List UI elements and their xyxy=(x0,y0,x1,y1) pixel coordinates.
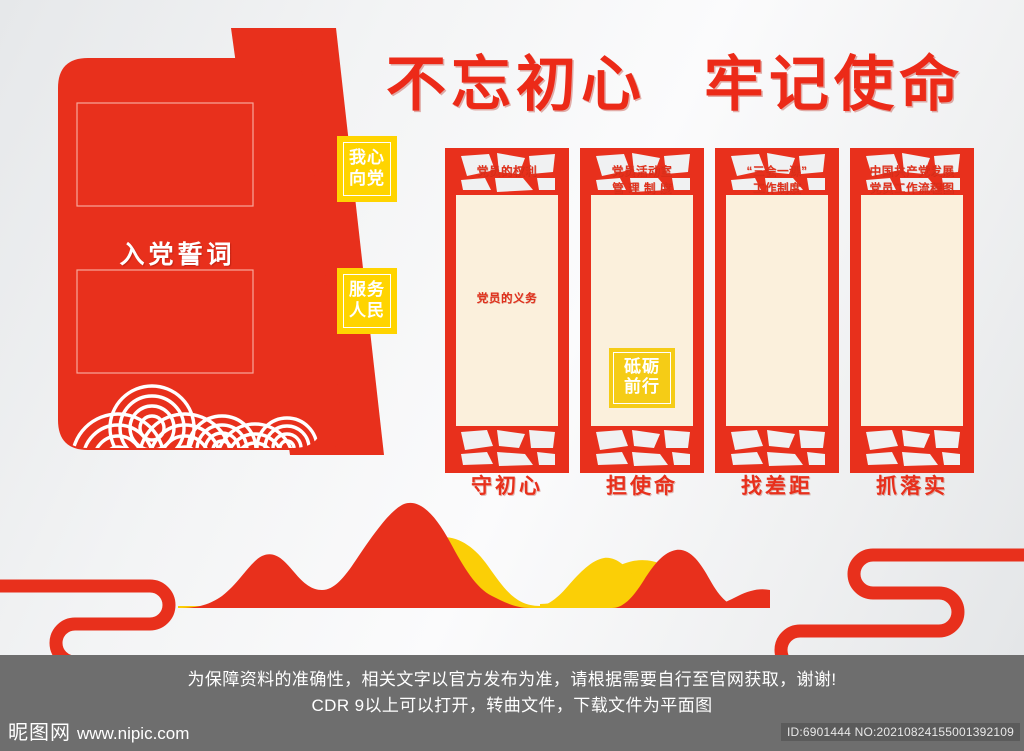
panel-1-subtitle: 党员的义务 xyxy=(476,293,538,305)
footer-note: 为保障资料的准确性，相关文字以官方发布为准，请根据需要自行至官网获取，谢谢! C… xyxy=(0,655,1024,719)
poster-canvas: 不忘初心 牢记使命 入党誓词 我心 向党 服务 人民 党员的权利 党员的义务 党… xyxy=(0,0,1024,655)
page-title: 不忘初心 牢记使命 xyxy=(375,52,975,118)
wave-ornament xyxy=(70,384,319,448)
slogan-badge-my-heart-to-party[interactable]: 我心 向党 xyxy=(337,136,397,203)
footer-bar: 为保障资料的准确性，相关文字以官方发布为准，请根据需要自行至官网获取，谢谢! C… xyxy=(0,655,1024,751)
mountain-range xyxy=(178,502,770,608)
site-brand[interactable]: 昵图网 www.nipic.com xyxy=(8,716,189,745)
footer-note-line-2: CDR 9以上可以打开，转曲文件，下载文件为平面图 xyxy=(311,695,713,715)
slogan-badge-2-inner: 服务 人民 xyxy=(343,274,391,329)
asset-id-tag: ID:6901444 NO:20210824155001392109 xyxy=(781,723,1020,741)
panel-2[interactable]: 党员活动室管 理 制 度 砥砺 前行 xyxy=(580,148,704,473)
slogan-badge-1-inner: 我心 向党 xyxy=(343,142,391,197)
panel-2-badge-forge-ahead[interactable]: 砥砺 前行 xyxy=(609,348,675,408)
poster-artwork xyxy=(0,28,1024,655)
panel-3-title: “三会一课”工作制度 xyxy=(746,166,808,195)
panel-3-caption: 找差距 xyxy=(741,475,813,498)
panel-4-title: 中国共产党发展党员工作流程图 xyxy=(869,166,955,195)
slogan-badge-2-line-1: 服务 xyxy=(349,280,385,299)
board-text-frames xyxy=(76,102,254,374)
panel-frames xyxy=(445,148,974,473)
panel-1-title: 党员的权利 xyxy=(476,166,538,178)
slogan-badge-serve-the-people[interactable]: 服务 人民 xyxy=(337,268,397,335)
cloud-scroll-left xyxy=(0,579,176,655)
panel-4-caption: 抓落实 xyxy=(876,475,948,498)
panel-1[interactable]: 党员的权利 党员的义务 xyxy=(445,148,569,473)
panel-2-badge-line-1: 砥砺 xyxy=(624,357,660,376)
panel-2-badge-inner: 砥砺 前行 xyxy=(613,352,671,404)
panel-4[interactable]: 中国共产党发展党员工作流程图 xyxy=(850,148,974,473)
cloud-scroll-right xyxy=(774,548,1024,655)
party-oath-label: 入党誓词 xyxy=(119,241,236,269)
slogan-badge-1-line-1: 我心 xyxy=(349,148,385,167)
panel-2-badge-line-2: 前行 xyxy=(624,377,660,397)
site-brand-name: 昵图网 xyxy=(8,722,71,744)
panel-1-caption: 守初心 xyxy=(471,475,543,498)
left-red-board xyxy=(58,58,343,450)
site-brand-url: www.nipic.com xyxy=(77,724,190,743)
footer-note-line-1: 为保障资料的准确性，相关文字以官方发布为准，请根据需要自行至官网获取，谢谢! xyxy=(187,670,837,689)
panel-2-caption: 担使命 xyxy=(606,475,678,498)
panel-3[interactable]: “三会一课”工作制度 xyxy=(715,148,839,473)
slogan-badge-2-line-2: 人民 xyxy=(349,300,385,320)
panel-2-title: 党员活动室管 理 制 度 xyxy=(611,166,673,195)
page-title-part-2: 牢记使命 xyxy=(704,51,964,118)
page-title-part-1: 不忘初心 xyxy=(386,51,646,118)
slogan-badge-1-line-2: 向党 xyxy=(349,168,385,188)
